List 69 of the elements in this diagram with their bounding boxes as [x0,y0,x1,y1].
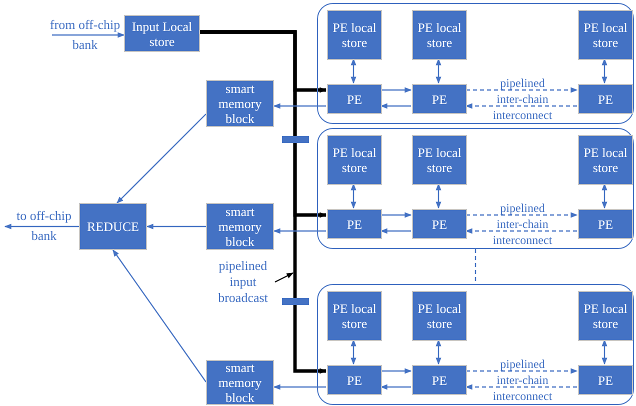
block-box: PE [412,365,467,395]
arrow [380,228,411,234]
dashed-arrow [466,368,578,374]
block-box: PE [578,84,633,114]
block-box: Input Local store [124,15,200,52]
block-box: PE local store [327,10,382,60]
block-box: PE local store [327,135,382,185]
block-box: PE local store [327,291,382,341]
dashed-arrow [466,212,578,218]
annotation-text: pipelined input broadcast [211,258,275,308]
block-box: PE [327,84,382,114]
arrow [380,103,411,109]
block-box: PE [327,365,382,395]
block-box: PE [578,209,633,239]
arrow [602,58,608,84]
interconnect-label: inter-chain [496,217,550,231]
block-box: PE [578,365,633,395]
arrow [273,228,326,234]
block-box: PE [327,209,382,239]
block-box: smart memory block [206,80,274,127]
arrow [146,224,206,230]
block-box: PE local store [578,10,633,60]
interconnect-label: inter-chain [496,92,550,106]
interconnect-label: pipelined [499,357,546,371]
arrow [350,183,356,209]
arrow [4,224,79,230]
arrow [380,384,411,390]
pe-chain-group [317,284,634,405]
arrow [350,339,356,365]
pe-chain-group [317,3,634,124]
dashed-arrow [466,87,578,93]
arrow [200,30,327,374]
interconnect-label: pipelined [499,201,546,215]
arrow [52,32,125,38]
arrow [436,183,442,209]
interconnect-label: interconnect [492,108,554,122]
dashed-arrow [465,228,577,234]
pe-chain-group [317,128,634,249]
block-box: PE local store [578,135,633,185]
arrow [381,212,412,218]
interconnect-label: pipelined [499,76,546,90]
block-box: PE local store [412,10,467,60]
interconnect-label: interconnect [492,233,554,247]
interconnect-label: interconnect [492,389,554,403]
arrow [273,384,326,390]
arrow [436,339,442,365]
dashed-arrow [465,103,577,109]
block-box: smart memory block [206,360,274,405]
arrow [381,87,412,93]
block-box: REDUCE [79,203,147,250]
arrow [274,272,294,283]
block-box: PE local store [412,291,467,341]
dashed-arrow [465,384,577,390]
arrow [602,183,608,209]
arrow [602,339,608,365]
edge-label: to off-chip bank [16,207,72,245]
arrow [273,103,326,109]
block-box: PE local store [412,135,467,185]
block-box: PE [412,209,467,239]
block-box: PE local store [578,291,633,341]
block-box: smart memory block [206,203,274,250]
arrow [116,114,206,204]
edge-label: from off-chip bank [48,16,122,54]
arrow [350,58,356,84]
arrow [112,249,206,382]
arrow [381,368,412,374]
interconnect-label: inter-chain [496,373,550,387]
block-box: PE [412,84,467,114]
arrow [436,58,442,84]
